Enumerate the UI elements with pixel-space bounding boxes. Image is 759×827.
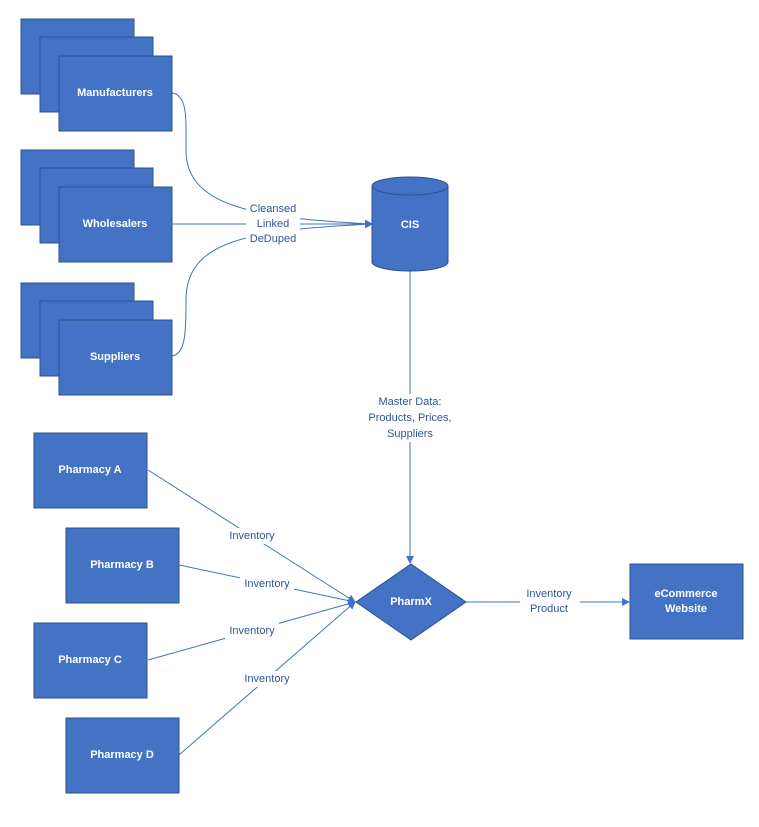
pharmx-output-label: Inventory Product bbox=[520, 586, 580, 616]
inventory-label-a-text: Inventory bbox=[229, 530, 275, 542]
cis-label: CIS bbox=[401, 219, 419, 231]
pharmacy-a-box bbox=[33, 432, 148, 509]
wholesalers-stack: Wholesalers bbox=[20, 149, 173, 263]
inventory-label-c: Inventory bbox=[225, 623, 279, 639]
inventory-label-c-text: Inventory bbox=[229, 625, 275, 637]
inventory-label-d-text: Inventory bbox=[244, 673, 290, 685]
pharmx-output-label-line-2: Product bbox=[530, 603, 568, 615]
inventory-label-a: Inventory bbox=[225, 528, 279, 544]
manufacturers-stack: Manufacturers bbox=[20, 18, 173, 132]
pharmacy-d: Pharmacy D bbox=[65, 717, 180, 794]
cis-database: CIS bbox=[371, 176, 449, 272]
wholesalers-box bbox=[58, 186, 173, 263]
cis-input-label-line-3: DeDuped bbox=[250, 233, 296, 245]
pharmacy-b-label: Pharmacy B bbox=[90, 559, 154, 571]
cis-input-label-line-1: Cleansed bbox=[250, 203, 296, 215]
pharmacy-a: Pharmacy A bbox=[33, 432, 148, 509]
ecommerce-label-line-2: Website bbox=[665, 603, 707, 615]
ecommerce-website: eCommerce Website bbox=[629, 563, 744, 640]
inventory-label-b-text: Inventory bbox=[244, 578, 290, 590]
inventory-label-d: Inventory bbox=[240, 671, 294, 687]
pharmacy-a-label: Pharmacy A bbox=[58, 464, 121, 476]
master-data-label-line-2: Products, Prices, bbox=[368, 412, 451, 424]
pharmacy-c-label: Pharmacy C bbox=[58, 654, 122, 666]
manufacturers-label: Manufacturers bbox=[77, 87, 153, 99]
ecommerce-label-line-1: eCommerce bbox=[655, 588, 718, 600]
suppliers-label: Suppliers bbox=[90, 351, 140, 363]
manufacturers-box bbox=[58, 55, 173, 132]
pharmacy-d-label: Pharmacy D bbox=[90, 749, 154, 761]
master-data-label-line-1: Master Data: bbox=[379, 396, 442, 408]
pharmx-output-label-line-1: Inventory bbox=[526, 588, 572, 600]
suppliers-box bbox=[58, 319, 173, 396]
pharmx: PharmX bbox=[355, 563, 467, 641]
pharmacy-c: Pharmacy C bbox=[33, 622, 148, 699]
cis-input-label: Cleansed Linked DeDuped bbox=[246, 201, 300, 245]
pharmacy-b: Pharmacy B bbox=[65, 527, 180, 604]
master-data-label: Master Data: Products, Prices, Suppliers bbox=[362, 394, 458, 442]
pharmacy-b-box bbox=[65, 527, 180, 604]
suppliers-stack: Suppliers bbox=[20, 282, 173, 396]
inventory-label-b: Inventory bbox=[240, 576, 294, 592]
pharmx-label: PharmX bbox=[390, 596, 432, 608]
pharmacy-d-box bbox=[65, 717, 180, 794]
master-data-label-line-3: Suppliers bbox=[387, 428, 433, 440]
ecommerce-box bbox=[629, 563, 744, 640]
cis-input-label-line-2: Linked bbox=[257, 218, 289, 230]
wholesalers-label: Wholesalers bbox=[83, 218, 148, 230]
pharmx-diamond bbox=[355, 563, 467, 641]
pharmacy-c-box bbox=[33, 622, 148, 699]
